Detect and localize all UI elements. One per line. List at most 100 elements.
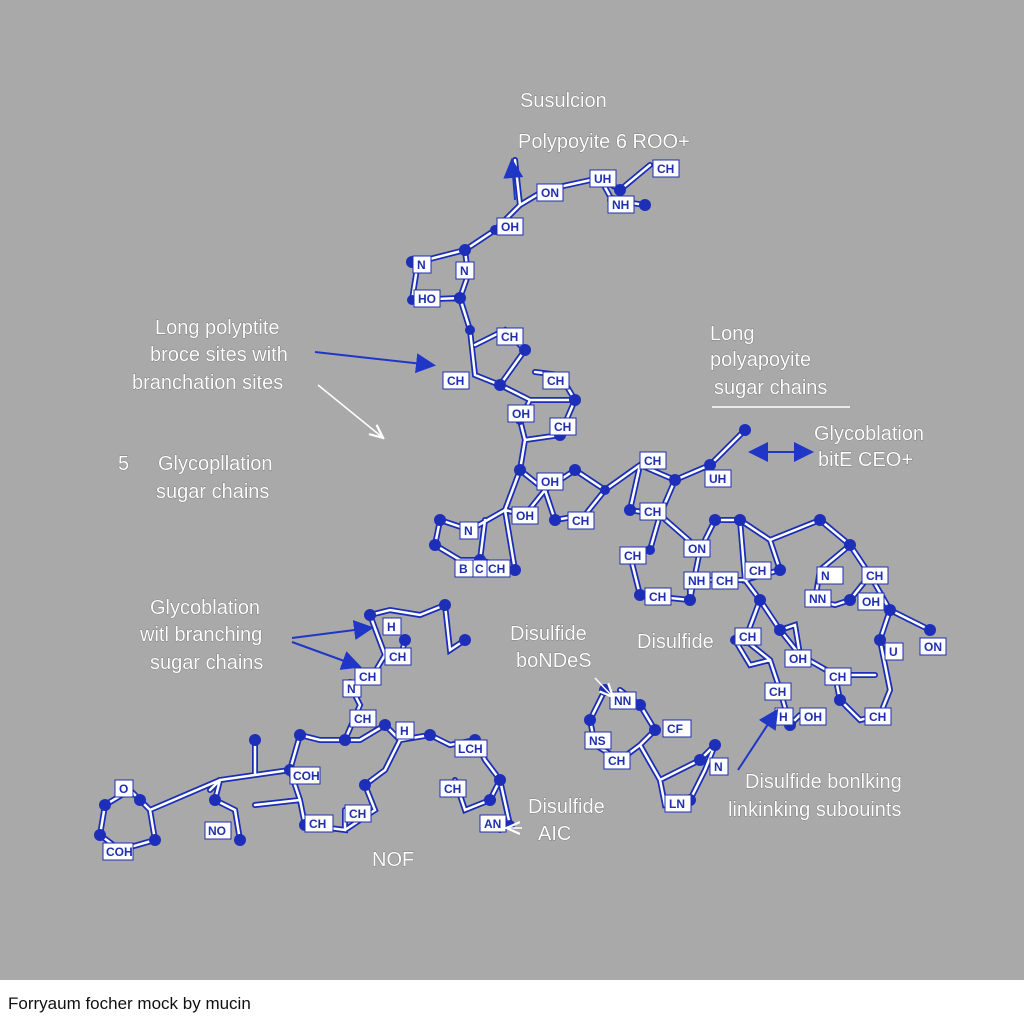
atom-label: CH xyxy=(639,451,667,470)
svg-text:CH: CH xyxy=(354,712,371,726)
svg-text:N: N xyxy=(714,760,723,774)
svg-text:CH: CH xyxy=(716,574,733,588)
atom-label: CH xyxy=(442,371,470,390)
atom-label: CH xyxy=(439,779,467,798)
svg-text:N: N xyxy=(347,682,356,696)
svg-text:ON: ON xyxy=(688,542,706,556)
svg-text:CH: CH xyxy=(649,590,666,604)
caption-bar: Forryaum focher mock by mucin xyxy=(0,980,1024,1024)
label-right-glyco-1: Glycoblation xyxy=(814,423,924,445)
atom-label: OH xyxy=(507,404,535,423)
atom-label: OH xyxy=(536,472,564,491)
svg-text:LN: LN xyxy=(669,797,685,811)
svg-text:UH: UH xyxy=(709,472,726,486)
label-right-top-1: Long xyxy=(710,323,755,345)
atom-label: LN xyxy=(664,794,692,813)
atom-label: ON xyxy=(683,539,711,558)
svg-text:CH: CH xyxy=(644,505,661,519)
atom-label: B xyxy=(454,559,474,578)
svg-text:N: N xyxy=(417,258,426,272)
atom-label: NH xyxy=(683,571,711,590)
atom-label: CH xyxy=(619,546,647,565)
atom-label: CH xyxy=(549,417,577,436)
label-left-top-2: broce sites with xyxy=(150,344,288,366)
label-title-top: Susulcion xyxy=(520,90,607,112)
label-bottom-disulfide-1: Disulfide xyxy=(528,796,605,818)
figure-caption: Forryaum focher mock by mucin xyxy=(8,994,251,1013)
svg-text:CH: CH xyxy=(657,162,674,176)
atom-label: CH xyxy=(567,511,595,530)
svg-text:OH: OH xyxy=(789,652,807,666)
svg-text:CH: CH xyxy=(644,454,661,468)
svg-text:CH: CH xyxy=(447,374,464,388)
label-bottom-disulfide-2: AIC xyxy=(538,823,571,845)
atom-label: CH xyxy=(644,587,672,606)
atom-label: H xyxy=(382,617,402,636)
label-left-mid-2: sugar chains xyxy=(156,481,269,503)
atom-label: N xyxy=(412,255,432,274)
atom-label: CH xyxy=(603,751,631,770)
atom-label: NN xyxy=(609,691,637,710)
atom-label: COH xyxy=(289,766,321,785)
atom-label: OH xyxy=(511,506,539,525)
svg-text:NH: NH xyxy=(688,574,705,588)
svg-text:H: H xyxy=(779,710,788,724)
svg-text:NH: NH xyxy=(612,198,629,212)
svg-text:OH: OH xyxy=(804,710,822,724)
svg-text:N: N xyxy=(464,524,473,538)
svg-text:CH: CH xyxy=(309,817,326,831)
svg-text:NN: NN xyxy=(614,694,631,708)
label-center-disulfide-2: boNDeS xyxy=(516,650,592,672)
svg-text:CH: CH xyxy=(547,374,564,388)
svg-text:OH: OH xyxy=(512,407,530,421)
atom-labels: ON UH CH NH OH N N HO CH CH OH CH CH OH … xyxy=(102,159,947,861)
label-center-disulfide-1: Disulfide xyxy=(510,623,587,645)
label-right-glyco-2: bitE CEO+ xyxy=(818,449,913,471)
svg-text:H: H xyxy=(400,724,409,738)
label-left-top-1: Long polyptite xyxy=(155,317,280,339)
svg-text:COH: COH xyxy=(293,769,320,783)
label-right-bottom-2: linkinking subouints xyxy=(728,799,901,821)
label-bottom-nof: NOF xyxy=(372,849,414,871)
atom-label: ON xyxy=(536,183,564,202)
svg-text:CH: CH xyxy=(572,514,589,528)
annotation-arrows xyxy=(291,158,814,828)
label-left-low-3: sugar chains xyxy=(150,652,263,674)
atom-label: HO xyxy=(413,289,441,308)
diagram-svg: ON UH CH NH OH N N HO CH CH OH CH CH OH … xyxy=(94,90,947,871)
atom-label: CH xyxy=(639,502,667,521)
svg-text:C: C xyxy=(475,562,484,576)
svg-text:U: U xyxy=(889,645,898,659)
svg-text:CH: CH xyxy=(444,782,461,796)
atom-label: CH xyxy=(734,627,762,646)
svg-text:CH: CH xyxy=(869,710,886,724)
svg-text:NS: NS xyxy=(589,734,606,748)
atom-label: OH xyxy=(857,592,885,611)
atom-label: CH xyxy=(344,804,372,823)
svg-text:OH: OH xyxy=(501,220,519,234)
svg-text:CH: CH xyxy=(608,754,625,768)
svg-text:ON: ON xyxy=(924,640,942,654)
svg-text:N: N xyxy=(460,264,469,278)
atom-label: UH xyxy=(704,469,732,488)
atom-label: CH xyxy=(764,682,792,701)
atom-label: CF xyxy=(662,719,692,738)
label-left-mid-number: 5 xyxy=(118,453,129,475)
atom-label: CH xyxy=(824,667,852,686)
atom-label: ON xyxy=(919,637,947,656)
svg-text:B: B xyxy=(459,562,468,576)
svg-text:NN: NN xyxy=(809,592,826,606)
bond-network xyxy=(96,157,933,854)
atom-label: OH xyxy=(799,707,827,726)
svg-text:OH: OH xyxy=(541,475,559,489)
atom-label: CH xyxy=(384,647,412,666)
label-right-bottom-1: Disulfide bonlking xyxy=(745,771,902,793)
atom-label: CH xyxy=(861,566,889,585)
atom-label: CH xyxy=(483,559,511,578)
label-right-top-2: polyapoyite xyxy=(710,349,811,371)
svg-text:CH: CH xyxy=(749,564,766,578)
svg-text:UH: UH xyxy=(594,172,611,186)
svg-text:CH: CH xyxy=(359,670,376,684)
svg-text:CF: CF xyxy=(667,722,683,736)
svg-text:ON: ON xyxy=(541,186,559,200)
